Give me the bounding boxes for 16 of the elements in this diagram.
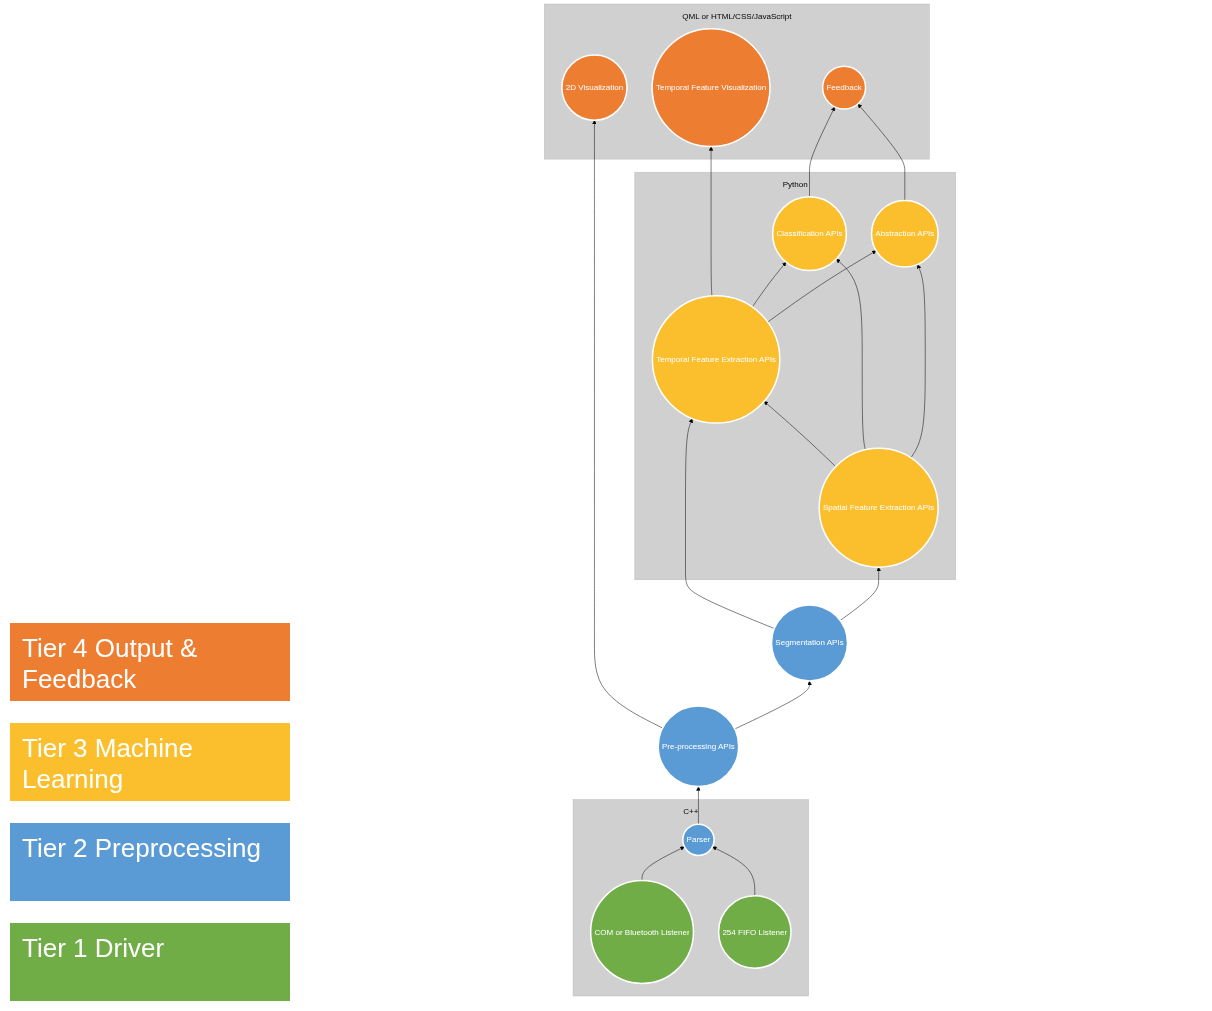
node-circle: Segmentation APIs — [770, 604, 849, 682]
node-circle: Pre-processing APIs — [657, 705, 740, 788]
node-circle: Temporal Feature Extraction APIs — [651, 294, 781, 424]
node-circle: Feedback — [821, 65, 867, 110]
legend-swatch: Tier 3 Machine Learning — [10, 723, 290, 801]
node-circle: 2D Visualization — [561, 54, 628, 121]
node-circle: Temporal Feature Visualization — [651, 27, 771, 148]
node-circle: COM or Bluetooth Listener — [589, 879, 695, 985]
node-circle: Spatial Feature Extraction APIs — [818, 447, 939, 568]
legend-swatch: Tier 1 Driver — [10, 923, 290, 1001]
node-circle: 254 FIFO Listener — [717, 895, 792, 969]
node-circle: Abstraction APIs — [870, 199, 939, 268]
node-circle: Parser — [682, 823, 715, 857]
legend-swatch: Tier 2 Preprocessing — [10, 823, 290, 901]
node-circle: Classification APIs — [771, 196, 848, 272]
legend-swatch: Tier 4 Output & Feedback — [10, 623, 290, 701]
